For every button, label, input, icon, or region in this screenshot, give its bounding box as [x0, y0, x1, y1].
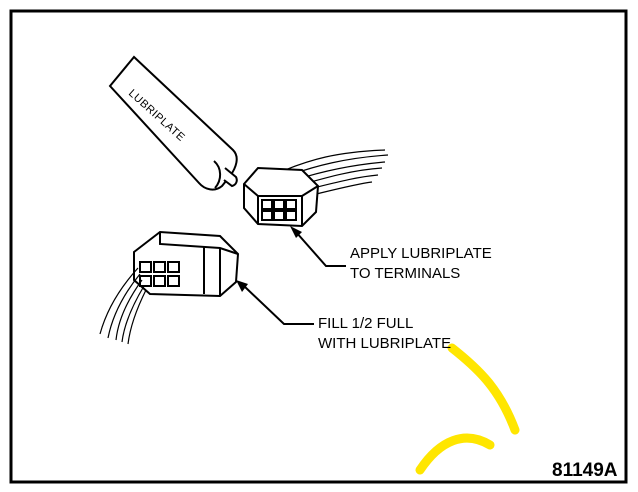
leader-apply	[295, 231, 346, 267]
callout-apply-line-2: TO TERMINALS	[350, 265, 461, 282]
callout-fill-line-2: WITH LUBRIPLATE	[318, 335, 452, 352]
callout-fill-line-1: FILL 1/2 FULL	[318, 315, 414, 332]
leader-fill	[243, 285, 314, 325]
callout-apply-lubriplate: APPLY LUBRIPLATE TO TERMINALS	[350, 244, 492, 284]
watermark-stroke	[415, 343, 520, 475]
callout-apply-line-1: APPLY LUBRIPLATE	[350, 245, 492, 262]
arrowhead-apply	[290, 226, 302, 238]
upper-connector	[243, 166, 320, 228]
lubriplate-tube	[108, 55, 238, 191]
figure-border	[9, 9, 628, 484]
arrowhead-fill	[236, 280, 248, 292]
lower-wire-bundle	[99, 267, 147, 345]
figure-number: 81149A	[552, 460, 618, 481]
callout-fill-half: FILL 1/2 FULL WITH LUBRIPLATE	[318, 314, 451, 354]
lower-connector	[133, 230, 240, 298]
